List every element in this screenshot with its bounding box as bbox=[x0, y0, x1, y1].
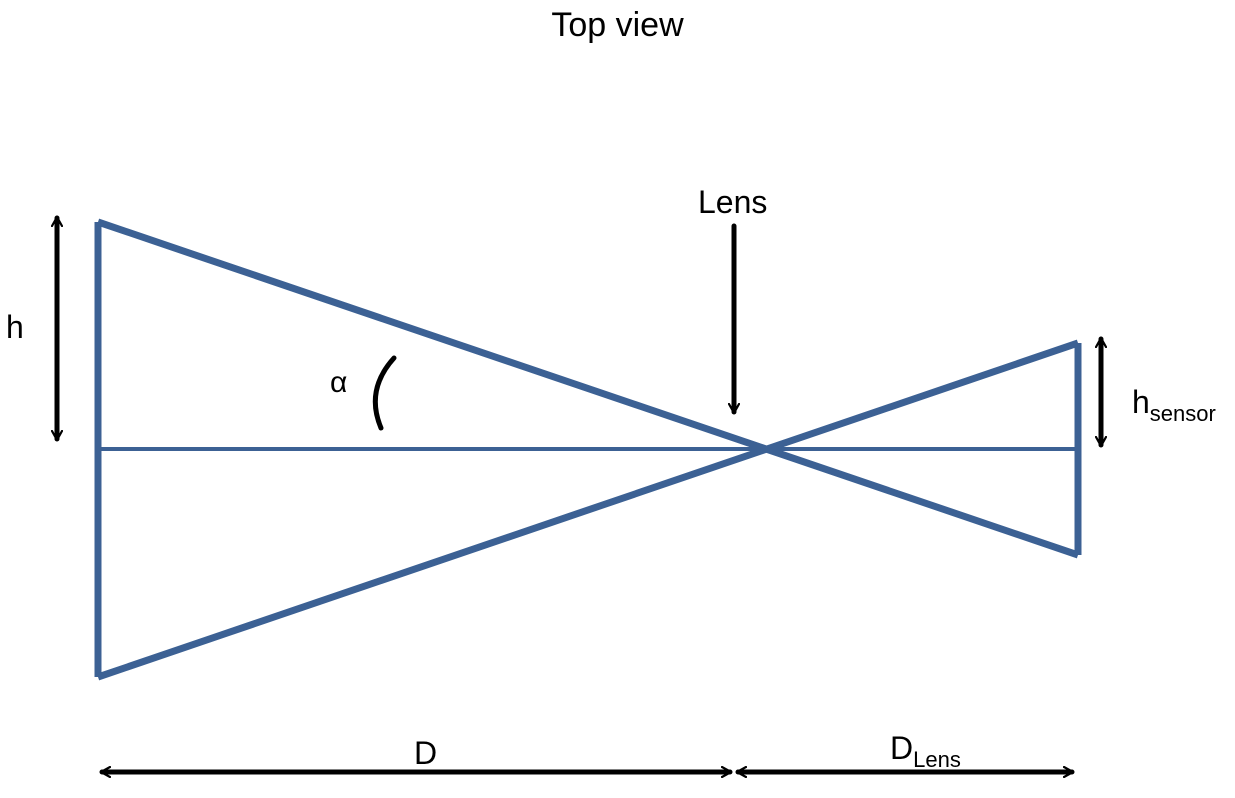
ray-geometry bbox=[94, 218, 1082, 681]
alpha-angle-arc bbox=[372, 355, 397, 431]
annotation-arrows bbox=[57, 215, 1101, 772]
lens-label: Lens bbox=[698, 184, 768, 220]
lens-distance-label: DLens bbox=[890, 730, 961, 771]
upper-ray-line bbox=[96, 218, 1080, 559]
height-label: h bbox=[6, 309, 24, 345]
lens-distance-subscript: Lens bbox=[913, 747, 961, 772]
sensor-height-subscript: sensor bbox=[1149, 401, 1216, 426]
distance-label: D bbox=[414, 735, 438, 771]
sensor-height-label: hsensor bbox=[1132, 384, 1216, 425]
angle-label: α bbox=[330, 366, 348, 399]
sensor-height-main: h bbox=[1132, 384, 1150, 420]
lens-distance-main: D bbox=[890, 730, 914, 766]
diagram-title: Top view bbox=[551, 6, 684, 44]
lower-ray-line bbox=[96, 339, 1080, 681]
